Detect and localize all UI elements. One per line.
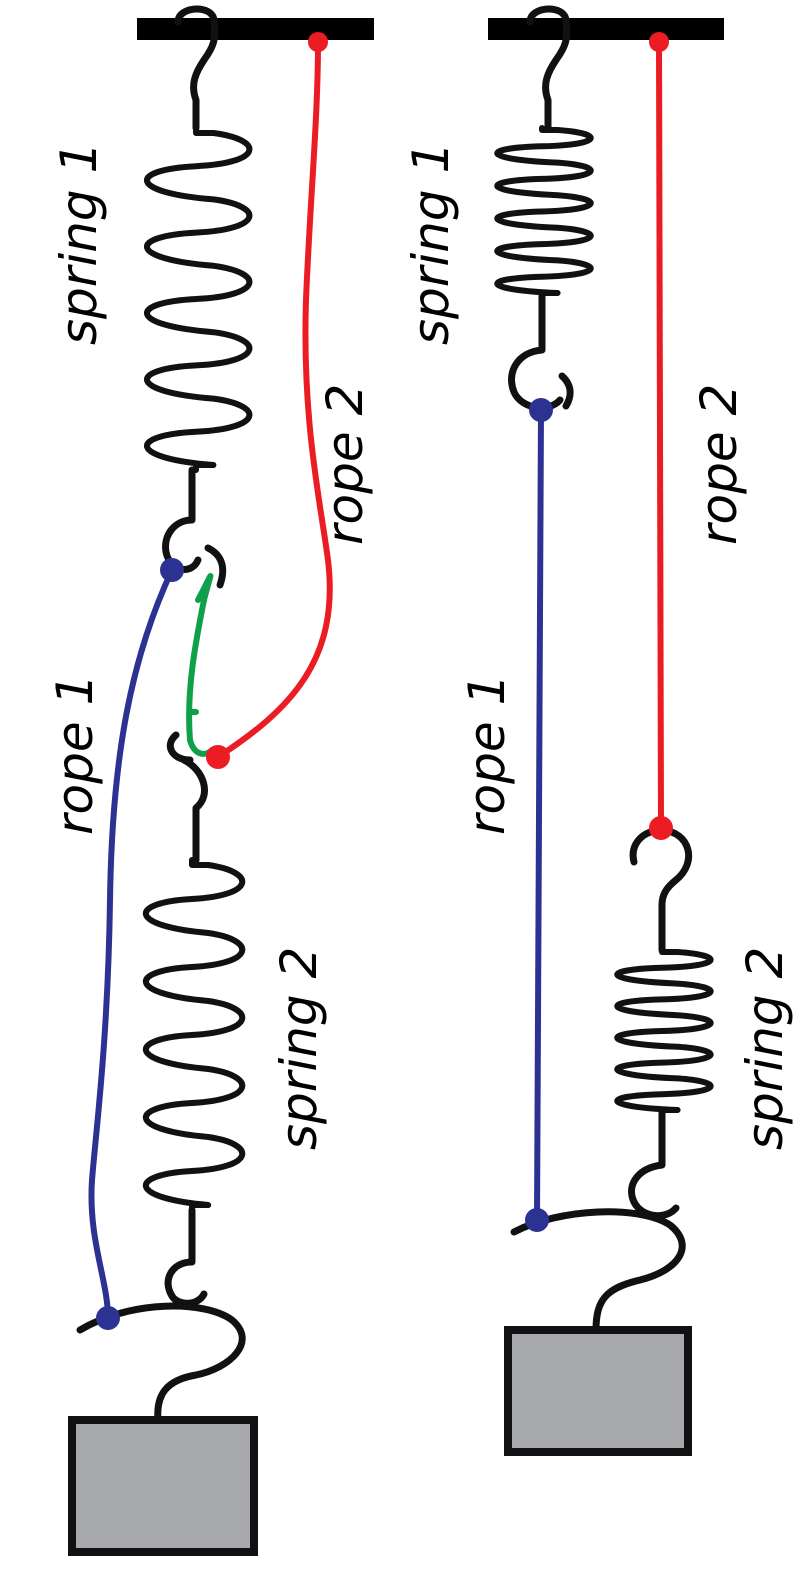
top-rope-1 xyxy=(88,567,175,1321)
top-support-hook xyxy=(174,5,219,132)
bottom-rope-1 xyxy=(534,409,544,1221)
bottom-spring-1-lower-rod xyxy=(508,291,564,411)
top-spring-1-lower-rod xyxy=(162,466,202,573)
top-spring-1 xyxy=(144,125,253,473)
top-rope-2-lower-knot xyxy=(206,745,230,769)
bottom-mass xyxy=(504,1326,692,1456)
top-label-spring-1: spring 1 xyxy=(50,142,108,345)
top-link xyxy=(186,573,215,757)
bottom-rope-2-upper-knot xyxy=(649,32,669,52)
top-mass xyxy=(68,1416,258,1556)
top-spring-2 xyxy=(142,857,246,1213)
top-spring-2-upper-hook xyxy=(166,731,208,864)
bottom-rope-2 xyxy=(656,41,664,829)
bottom-label-spring-2: spring 2 xyxy=(736,947,794,1150)
bottom-rope-1-upper-knot xyxy=(529,398,553,422)
bottom-mass-hanger xyxy=(510,1208,686,1334)
bottom-support-bar xyxy=(488,18,724,40)
bottom-label-rope-2: rope 2 xyxy=(690,384,748,545)
bottom-spring-1 xyxy=(494,125,594,298)
bottom-spring-2-lower-rod xyxy=(628,1108,680,1220)
top-rope-1-lower-knot xyxy=(96,1306,120,1330)
bottom-rope-2-lower-knot xyxy=(649,816,673,840)
parallel-configuration: spring 1 rope 2 rope 1 spring 2 xyxy=(402,5,794,1456)
top-support-bar xyxy=(137,18,374,40)
bottom-spring-2 xyxy=(614,947,714,1115)
bottom-rope-1-lower-knot xyxy=(525,1208,549,1232)
top-rope-2-upper-knot xyxy=(308,32,328,52)
top-label-rope-2: rope 2 xyxy=(316,384,374,545)
top-rope-1-upper-knot xyxy=(160,558,184,582)
bottom-spring-2-upper-hook xyxy=(629,826,693,954)
top-label-spring-2: spring 2 xyxy=(270,947,328,1150)
series-configuration: spring 1 rope 2 rope 1 spring 2 xyxy=(46,5,374,1556)
bottom-label-spring-1: spring 1 xyxy=(402,142,460,345)
top-mass-hanger xyxy=(76,1302,246,1424)
bottom-support-hook xyxy=(526,5,571,132)
top-spring-2-lower-rod xyxy=(164,1206,208,1307)
top-spring-1-hook-tail xyxy=(204,544,227,589)
top-rope-2 xyxy=(215,39,333,760)
bottom-label-rope-1: rope 1 xyxy=(458,674,516,835)
bottom-spring-1-hook-tail xyxy=(558,372,574,410)
top-label-rope-1: rope 1 xyxy=(46,674,104,835)
